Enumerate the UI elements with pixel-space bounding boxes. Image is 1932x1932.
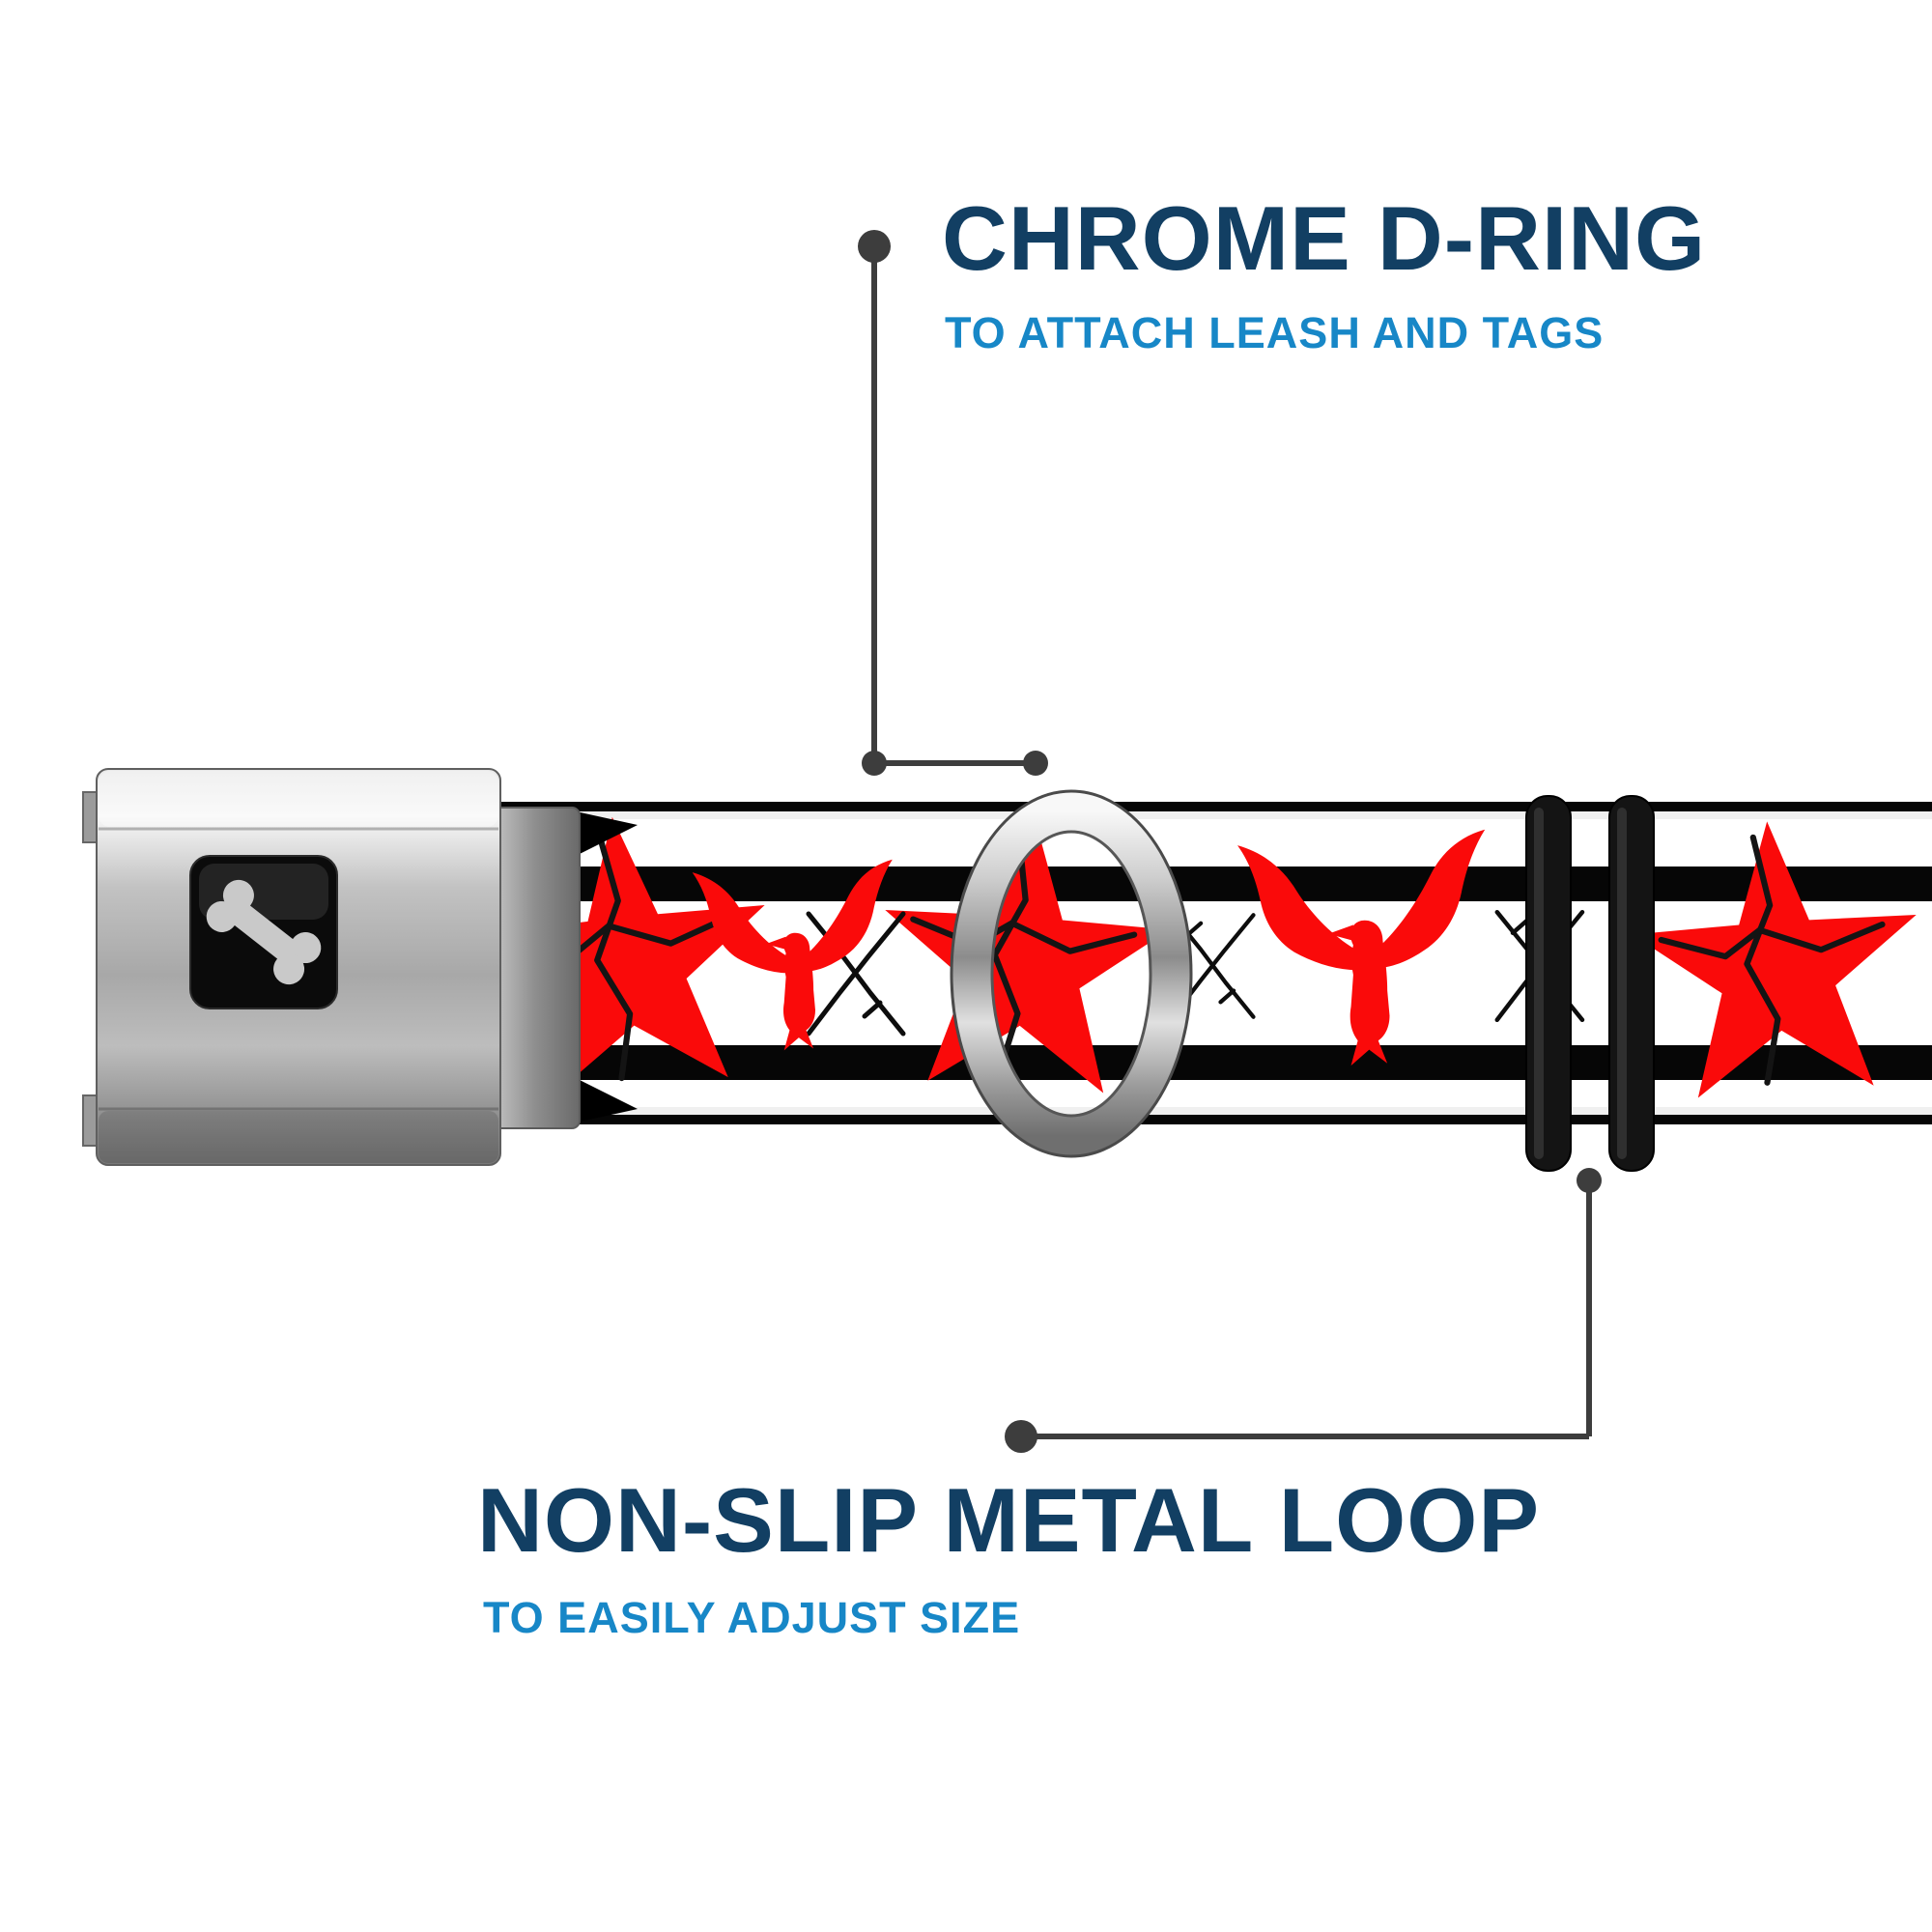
seatbelt-buckle [82,768,638,1166]
d-ring-inner-edge [990,830,1152,1118]
callout-dot [1023,751,1048,776]
webbing-entry-shadow [576,1078,638,1122]
loop-callout-subtitle: TO EASILY ADJUST SIZE [483,1593,1021,1642]
dog-bone-icon [206,879,322,985]
buckle-bottom-shade [99,1111,498,1163]
buckle-top-highlight [99,771,498,827]
dring-callout-title: CHROME D-RING [942,187,1707,289]
strap-weave-shading [415,811,1932,819]
slider-bar [1608,795,1655,1172]
chrome-d-ring [950,789,1193,1158]
callout-connector-top [858,230,1048,776]
callout-dot [862,751,887,776]
slider-bar-highlight [1617,808,1627,1159]
callout-dot [1577,1168,1602,1193]
metal-slider-loop [1525,795,1655,1172]
callout-dot [858,230,891,263]
slider-bar [1525,795,1572,1172]
d-ring-band [952,791,1191,1156]
strap-weave-shading [415,1107,1932,1115]
webbing-entry-shadow [576,811,638,856]
callout-dot [1005,1420,1037,1453]
loop-callout-title: NON-SLIP METAL LOOP [477,1469,1541,1571]
dring-callout-subtitle: TO ATTACH LEASH AND TAGS [945,308,1605,357]
buckle-clamp-tab [490,807,581,1129]
d-ring-outer-edge [950,789,1193,1158]
strap-top-edge [415,802,1932,811]
strap-bottom-edge [415,1115,1932,1124]
callout-connector-bottom [1005,1168,1602,1453]
slider-bar-highlight [1534,808,1544,1159]
